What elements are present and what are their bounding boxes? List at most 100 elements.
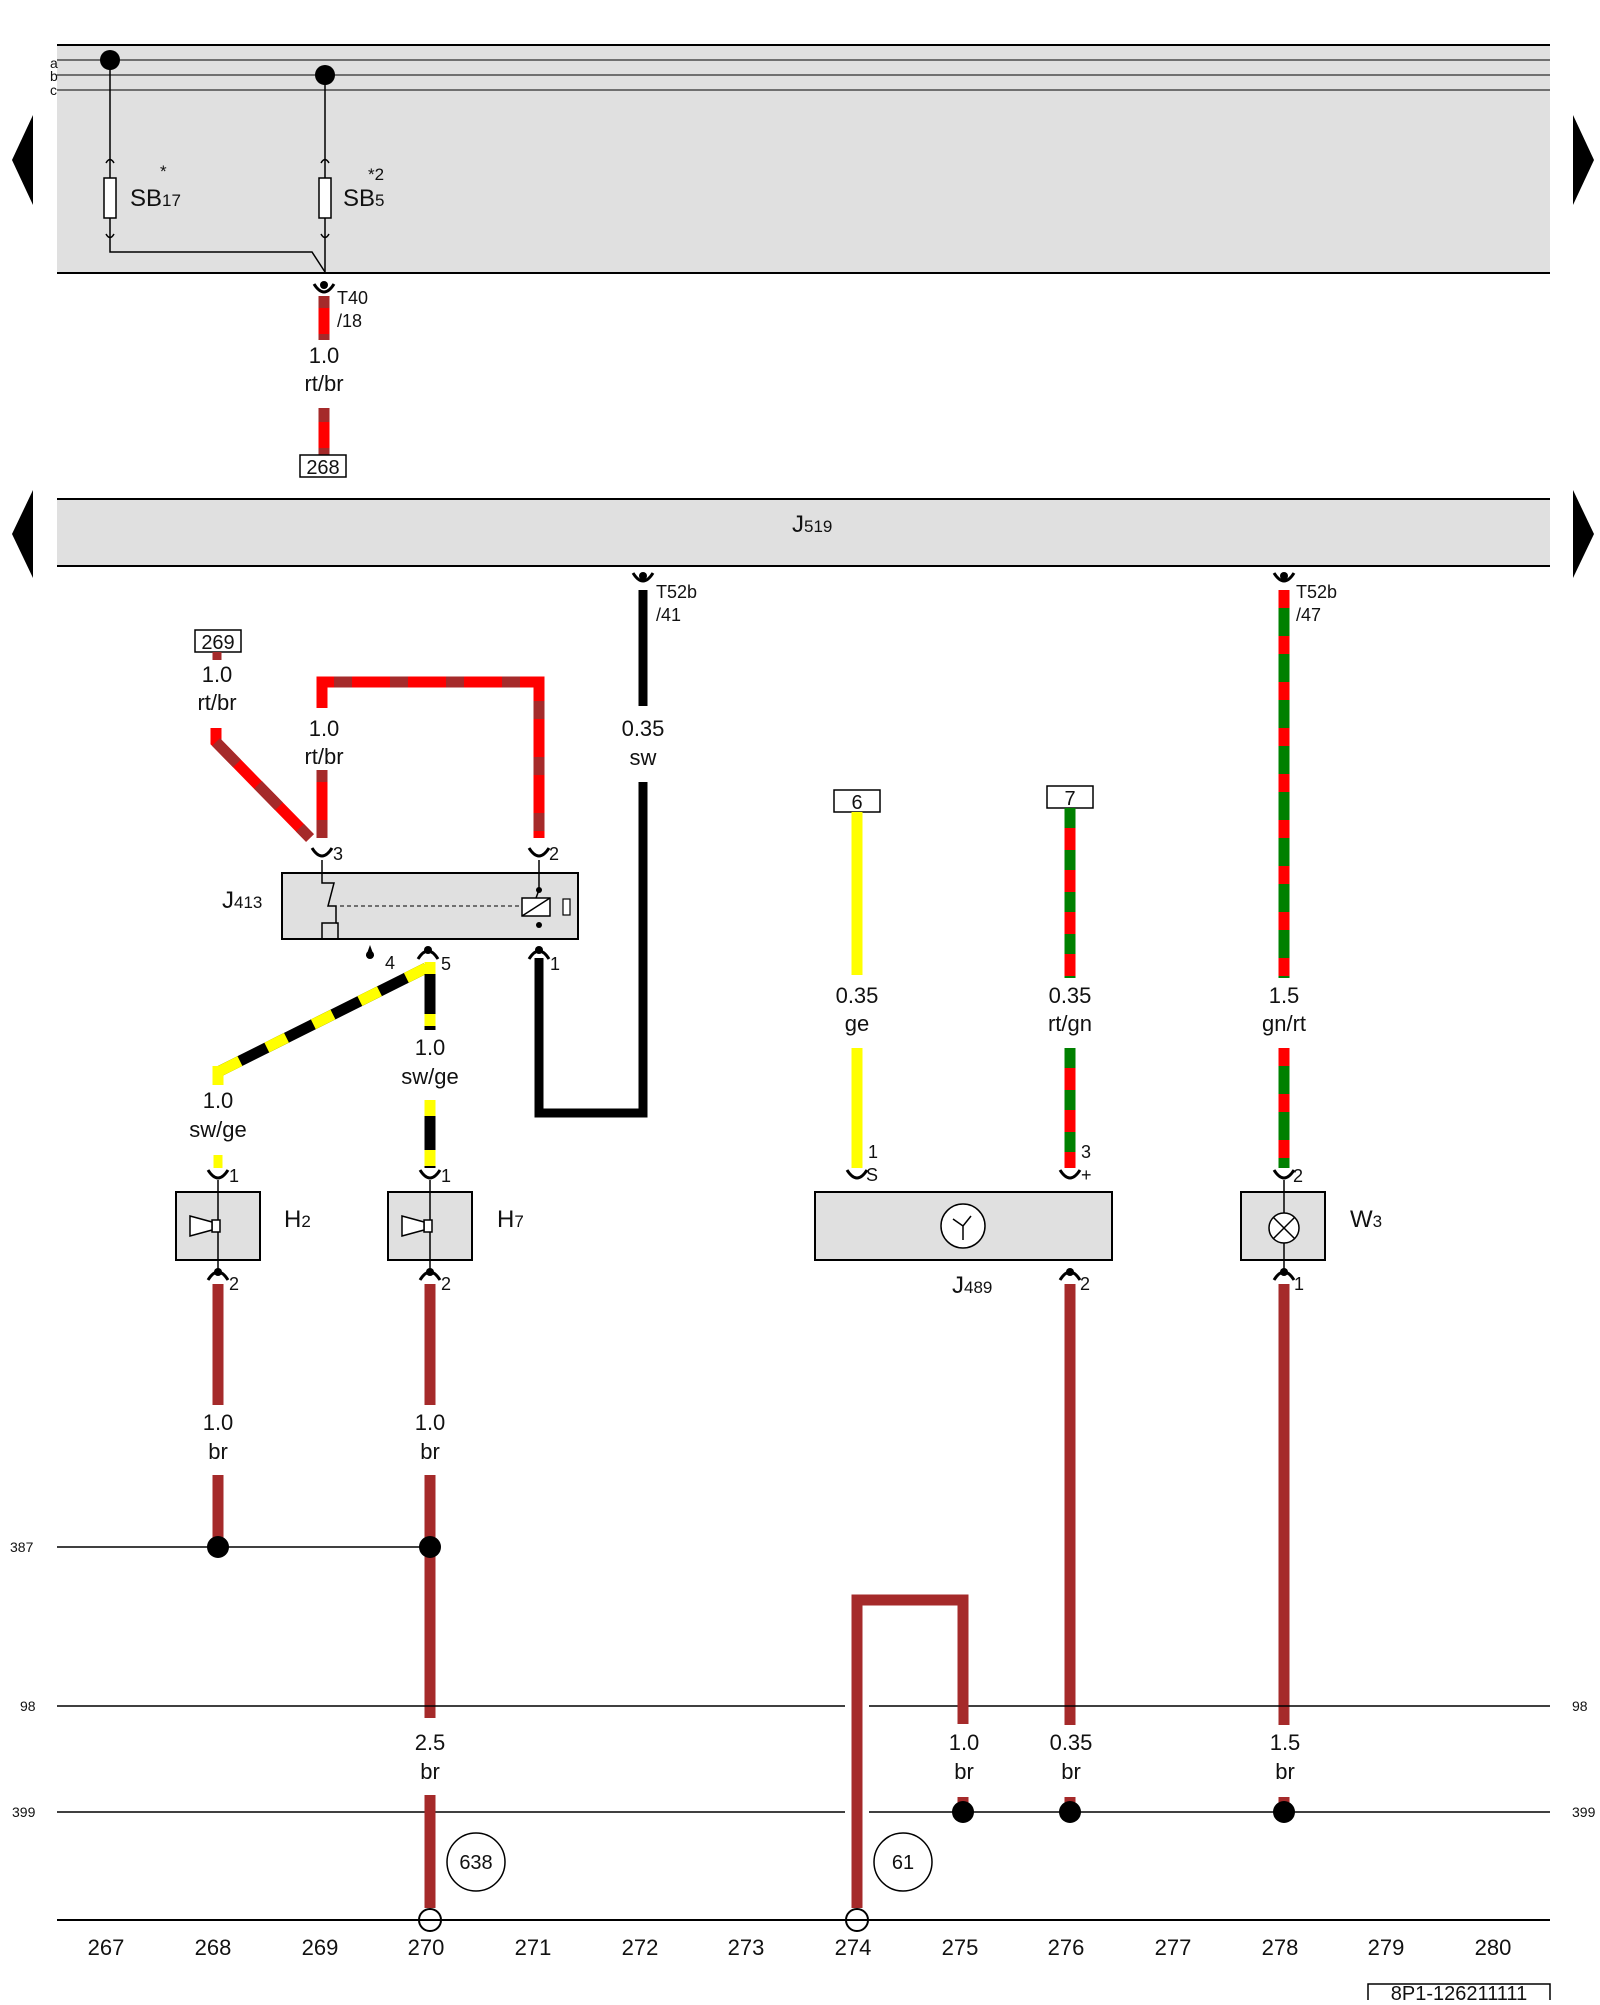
j413-pin2-connector	[527, 847, 551, 858]
connector-t40-pin	[320, 281, 328, 289]
w3-label: W3	[1350, 1206, 1382, 1233]
wire-sw-label-gap	[605, 706, 681, 782]
j413-pin1-label: 1	[550, 954, 560, 974]
j413-label: J413	[222, 887, 262, 914]
connector-t40-symbol	[312, 283, 336, 294]
wire-ge-size: 0.35	[836, 983, 879, 1008]
prev-page-arrow-top[interactable]	[12, 115, 33, 205]
wire-j413-in-color: rt/br	[304, 744, 343, 769]
ground-marker-61-label: 61	[892, 1852, 914, 1874]
horn-icon	[189, 1215, 213, 1237]
wire-sw-size: 0.35	[622, 716, 665, 741]
column-275: 275	[942, 1935, 979, 1960]
j413-switch-contact	[321, 860, 337, 939]
prev-page-arrow-j519[interactable]	[12, 490, 33, 578]
j489-label: J489	[952, 1272, 992, 1299]
bus-line-98-label-left: 98	[20, 1698, 36, 1714]
fuse-panel	[57, 44, 1550, 274]
ground-marker-61[interactable]	[873, 1832, 933, 1892]
wire-gnrt-color: gn/rt	[1262, 1011, 1306, 1036]
connector-t52b-41-pin	[639, 572, 647, 580]
h2-label: H2	[284, 1206, 311, 1233]
bus-letter-c: c	[50, 82, 57, 98]
wire-278-gnd-size: 1.5	[1270, 1730, 1301, 1755]
wire-j413-in-size: 1.0	[309, 716, 340, 741]
bus-line-387-label: 387	[10, 1539, 34, 1555]
j489-pin2-label: 2	[1080, 1274, 1090, 1294]
fuse-sb17-lead-bottom	[109, 218, 326, 273]
ground-marker-638[interactable]	[446, 1832, 506, 1892]
fuse-sb17-top-connector	[105, 158, 115, 164]
ref-box-268[interactable]	[299, 454, 347, 478]
wire-t40-color: rt/br	[304, 371, 343, 396]
h7-pin2-label: 2	[441, 1274, 451, 1294]
j413-pin5-dot	[424, 946, 432, 954]
wire-h2-gnd-size: 1.0	[203, 1410, 234, 1435]
column-274: 274	[835, 1935, 872, 1960]
bus-399-node-276	[1059, 1801, 1081, 1823]
column-272: 272	[622, 1935, 659, 1960]
wire-h7-gnd-color: br	[420, 1439, 440, 1464]
wire-270-gnd-size: 2.5	[415, 1730, 446, 1755]
wire-275-gnd-loop	[851, 1594, 969, 1908]
bus-399-node-278	[1273, 1801, 1295, 1823]
j489-pin-plus-label: +	[1081, 1165, 1092, 1185]
w3-pin1-label: 1	[1294, 1274, 1304, 1294]
bus-letter-b: b	[50, 68, 58, 84]
bus-letter-a: a	[50, 55, 58, 71]
wire-269-rtbr-br	[212, 738, 314, 842]
h2-pin1-connector	[206, 1169, 230, 1180]
wire-275-gnd-color: br	[954, 1759, 974, 1784]
ref-269-label: 269	[201, 632, 234, 654]
j413-contact-to-pin5	[336, 922, 339, 939]
fuse-sb17-symbol	[103, 177, 117, 219]
connector-t52b-41-pin-label: /41	[656, 605, 681, 625]
ground-marker-638-label: 638	[459, 1852, 492, 1874]
fuse-sb5-mark: *2	[368, 165, 384, 184]
j413-node-top	[536, 887, 542, 893]
wire-ge-color: ge	[845, 1011, 869, 1036]
wire-h7-in-color: sw/ge	[401, 1064, 458, 1089]
lamp-icon-cross	[1272, 1216, 1296, 1240]
h7-horn-icon-core	[423, 1219, 433, 1233]
next-page-arrow-top[interactable]	[1573, 115, 1594, 205]
column-273: 273	[728, 1935, 765, 1960]
wire-269-color: rt/br	[197, 690, 236, 715]
j413-coil-diag	[521, 897, 551, 917]
h2-pin2-label: 2	[229, 1274, 239, 1294]
bus-line-399-label-left: 399	[12, 1804, 36, 1820]
h2-horn-icon-core	[211, 1219, 221, 1233]
j489-pinS-label: S	[866, 1165, 878, 1185]
j519-label: J519	[792, 511, 832, 538]
h2-pin1-label: 1	[229, 1166, 239, 1186]
wire-t40-size: 1.0	[309, 343, 340, 368]
j413-pin5-label: 5	[441, 954, 451, 974]
bus-387-node-270	[419, 1536, 441, 1558]
fuse-sb17-mark: *	[160, 162, 167, 181]
fuse-sb5-top-connector	[320, 158, 330, 164]
fuse-sb5-symbol	[318, 177, 332, 219]
column-276: 276	[1048, 1935, 1085, 1960]
w3-pin2-connector	[1272, 1169, 1296, 1180]
horn-icon	[401, 1215, 425, 1237]
ref-268-label: 268	[306, 457, 339, 479]
connector-t40-pin-label: /18	[337, 311, 362, 331]
connector-t52b-41-symbol	[631, 572, 655, 583]
h7-pin2-dot	[426, 1268, 434, 1276]
fuse-sb5-label: SB5	[343, 185, 384, 212]
wire-sw-color: sw	[630, 745, 657, 770]
bus-387-node-268	[207, 1536, 229, 1558]
j489-pin1-label: 1	[868, 1142, 878, 1162]
j413-pin3-label: 3	[333, 844, 343, 864]
wire-sw-loop	[534, 590, 648, 1118]
footer-code: 8P1-126211111	[1391, 1983, 1527, 2000]
wire-h7-in-size: 1.0	[415, 1035, 446, 1060]
j413-diode	[562, 898, 571, 916]
next-page-arrow-j519[interactable]	[1573, 490, 1594, 578]
fuse-sb17-label: SB17	[130, 185, 181, 212]
h7-pin1-label: 1	[441, 1166, 451, 1186]
ref-6-label: 6	[851, 792, 862, 814]
wire-276-gnd-size: 0.35	[1050, 1730, 1093, 1755]
